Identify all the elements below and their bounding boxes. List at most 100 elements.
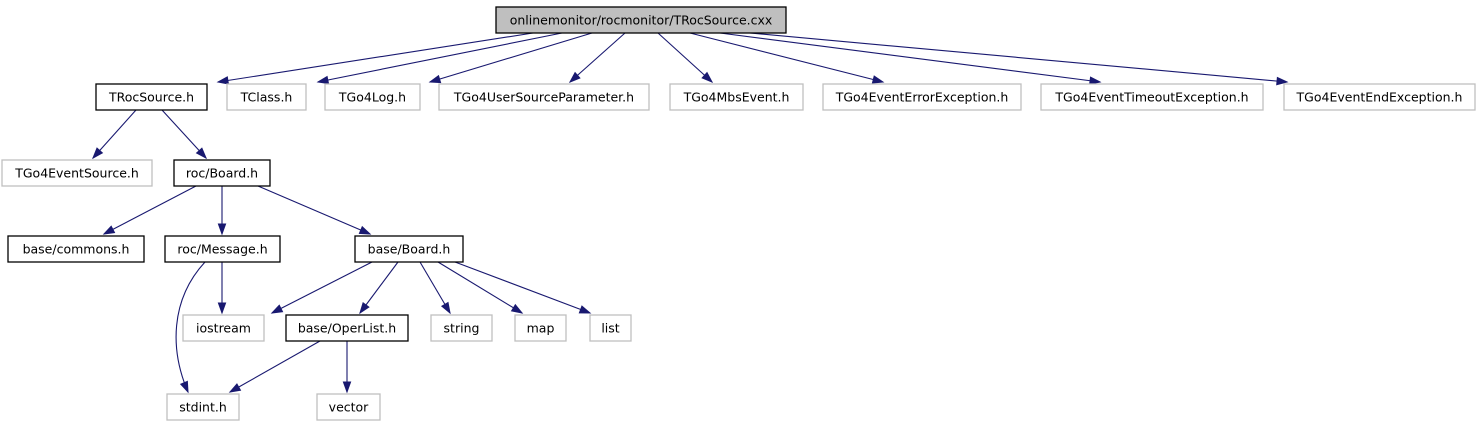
edge-roc-board-h-to-roc-message-h xyxy=(217,186,227,236)
node-tgo4eventsource-h: TGo4EventSource.h xyxy=(1,159,153,187)
node-label: base/Board.h xyxy=(368,242,451,257)
node-tgo4usersourceparameter-h: TGo4UserSourceParameter.h xyxy=(438,83,650,111)
edge-trocsource-cxx-to-trocsource-h xyxy=(216,32,534,85)
node-box xyxy=(1040,83,1264,111)
edge-trocsource-cxx-to-tclass-h xyxy=(316,32,563,85)
edge-trocsource-h-to-tgo4eventsource-h xyxy=(92,109,137,160)
edge-base-operlist-h-to-vector xyxy=(342,341,352,394)
node-label: vector xyxy=(329,400,370,415)
edges-layer xyxy=(92,32,1289,394)
node-label: roc/Board.h xyxy=(186,166,258,181)
node-tgo4mbsevent-h: TGo4MbsEvent.h xyxy=(669,83,804,111)
node-box xyxy=(173,159,271,187)
node-tgo4eventendexception-h: TGo4EventEndException.h xyxy=(1283,83,1476,111)
node-box xyxy=(822,83,1022,111)
arrowhead-icon xyxy=(358,225,372,235)
arrowhead-icon xyxy=(342,381,352,394)
arrowhead-icon xyxy=(510,303,524,314)
edge-base-board-h-to-base-operlist-h xyxy=(359,261,399,315)
edge-roc-board-h-to-base-commons-h xyxy=(102,185,197,235)
edge-trocsource-cxx-to-tgo4eventendexception-h xyxy=(749,32,1289,86)
node-label: map xyxy=(527,321,555,336)
edge-base-board-h-to-list xyxy=(454,261,592,314)
edge-line xyxy=(257,185,371,235)
arrowhead-icon xyxy=(270,304,284,314)
node-label: list xyxy=(601,321,619,336)
edge-line xyxy=(437,261,523,314)
edge-trocsource-h-to-roc-board-h xyxy=(161,109,207,160)
edge-base-board-h-to-iostream xyxy=(270,261,373,314)
edge-base-operlist-h-to-stdint-h xyxy=(228,340,321,393)
edge-trocsource-cxx-to-tgo4eventerrorexception-h xyxy=(689,32,885,84)
arrowhead-icon xyxy=(217,302,227,315)
arrowhead-icon xyxy=(102,225,116,235)
arrowhead-icon xyxy=(578,305,592,314)
edge-line xyxy=(217,32,534,83)
edge-trocsource-cxx-to-tgo4eventtimeoutexception-h xyxy=(719,32,1102,85)
node-box xyxy=(182,314,265,342)
node-box xyxy=(95,83,208,111)
arrowhead-icon xyxy=(216,76,230,85)
node-label: TClass.h xyxy=(240,90,293,105)
arrowhead-icon xyxy=(228,383,242,393)
node-base-operlist-h[interactable]: base/OperList.h xyxy=(285,314,409,342)
arrowhead-icon xyxy=(701,71,714,83)
node-label: TGo4EventErrorException.h xyxy=(835,90,1009,105)
node-box xyxy=(495,6,787,34)
edge-line xyxy=(454,261,591,314)
arrowhead-icon xyxy=(92,147,104,160)
edge-line xyxy=(569,32,626,83)
edge-line xyxy=(317,32,563,83)
node-string: string xyxy=(430,314,493,342)
edge-line xyxy=(749,32,1288,83)
node-box xyxy=(430,314,493,342)
node-label: iostream xyxy=(196,321,251,336)
node-roc-message-h[interactable]: roc/Message.h xyxy=(164,235,281,263)
edge-line xyxy=(719,32,1101,83)
node-box xyxy=(1,159,153,187)
edge-roc-message-h-to-stdint-h xyxy=(175,261,206,394)
edge-trocsource-cxx-to-tgo4mbsevent-h xyxy=(657,32,714,83)
edge-line xyxy=(359,261,399,314)
node-box xyxy=(354,235,464,263)
node-label: TGo4EventEndException.h xyxy=(1296,90,1463,105)
edge-line xyxy=(92,109,137,159)
node-box xyxy=(226,83,307,111)
edge-line xyxy=(175,261,206,393)
node-trocsource-cxx[interactable]: onlinemonitor/rocmonitor/TRocSource.cxx xyxy=(495,6,787,34)
edge-line xyxy=(689,32,884,83)
node-label: roc/Message.h xyxy=(177,242,267,257)
edge-line xyxy=(271,261,373,314)
node-base-commons-h[interactable]: base/commons.h xyxy=(7,235,145,263)
arrowhead-icon xyxy=(179,380,189,394)
node-stdint-h: stdint.h xyxy=(166,393,240,421)
edge-roc-board-h-to-base-board-h xyxy=(257,185,372,235)
node-label: TGo4EventTimeoutException.h xyxy=(1054,90,1248,105)
arrowhead-icon xyxy=(1089,76,1102,85)
node-box xyxy=(285,314,409,342)
node-base-board-h[interactable]: base/Board.h xyxy=(354,235,464,263)
node-label: onlinemonitor/rocmonitor/TRocSource.cxx xyxy=(510,13,773,28)
node-list: list xyxy=(589,314,632,342)
edge-base-board-h-to-map xyxy=(437,261,524,314)
node-box xyxy=(324,83,421,111)
node-box xyxy=(669,83,804,111)
arrowhead-icon xyxy=(568,71,581,83)
edge-trocsource-cxx-to-tgo4log-h xyxy=(428,32,593,84)
edge-roc-message-h-to-iostream xyxy=(217,262,227,315)
node-box xyxy=(166,393,240,421)
node-label: base/OperList.h xyxy=(298,321,396,336)
node-label: TGo4Log.h xyxy=(338,90,406,105)
node-trocsource-h[interactable]: TRocSource.h xyxy=(95,83,208,111)
arrowhead-icon xyxy=(195,147,207,160)
arrowhead-icon xyxy=(428,74,442,84)
arrowhead-icon xyxy=(440,301,451,315)
arrowhead-icon xyxy=(217,223,227,236)
node-roc-board-h[interactable]: roc/Board.h xyxy=(173,159,271,187)
arrowhead-icon xyxy=(316,75,330,85)
node-box xyxy=(438,83,650,111)
node-box xyxy=(514,314,567,342)
node-box xyxy=(316,393,381,421)
nodes-layer: onlinemonitor/rocmonitor/TRocSource.cxxT… xyxy=(1,6,1476,421)
